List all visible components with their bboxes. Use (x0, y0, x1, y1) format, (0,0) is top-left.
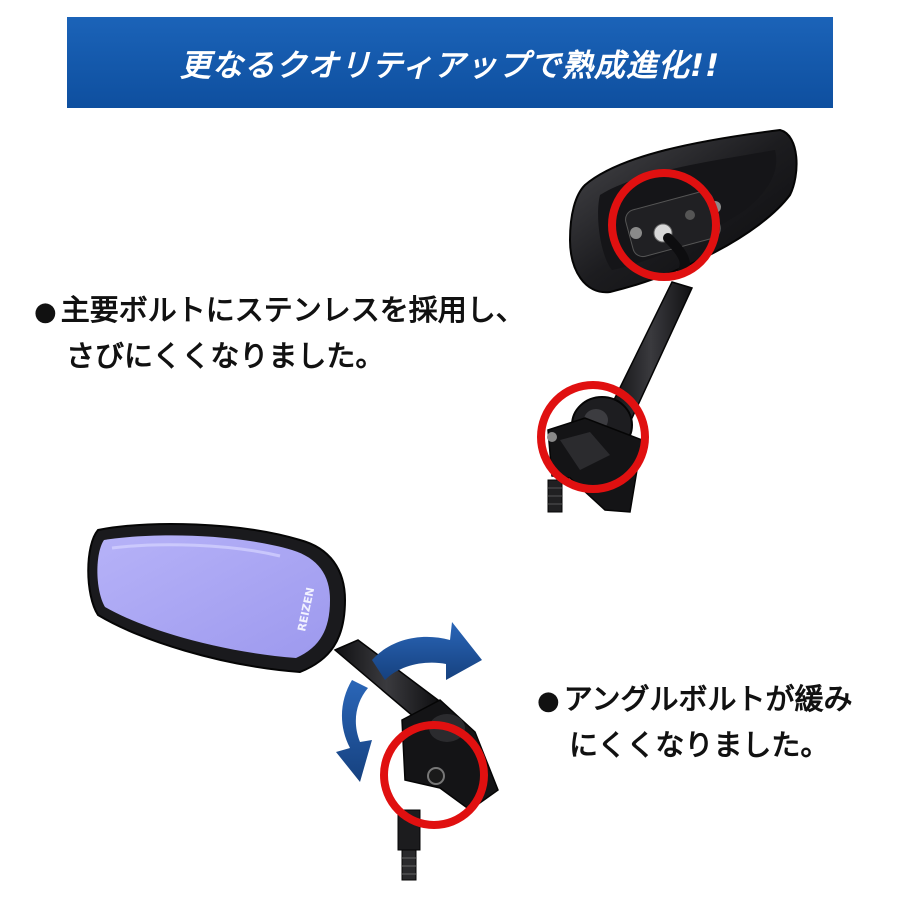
feature-1-line-1: 主要ボルトにステンレスを採用し、 (60, 293, 525, 327)
feature-2-line-1: アングルボルトが緩み (563, 682, 853, 716)
feature-angle-bolt: ●アングルボルトが緩み にくくなりました。 (537, 677, 853, 767)
highlight-circle-angle-bolt (380, 721, 488, 829)
bullet-icon: ● (537, 686, 560, 716)
arrow-down-icon (336, 680, 372, 782)
feature-stainless-bolts: ●主要ボルトにステンレスを採用し、 さびにくくなりました。 (34, 288, 525, 378)
arrow-up-icon (372, 622, 482, 680)
bullet-icon: ● (34, 297, 57, 327)
highlight-circle-mount-bolts (608, 169, 720, 281)
feature-1-line-2: さびにくくなりました。 (66, 339, 385, 373)
headline-banner: 更なるクオリティアップで熟成進化!! (67, 17, 833, 108)
rotation-arrows (336, 622, 482, 782)
highlight-circle-pivot-bolt (537, 381, 649, 493)
rear-view-mirror-front: REIZEN (87, 523, 499, 881)
feature-2-line-2: にくくなりました。 (569, 728, 830, 762)
headline-text: 更なるクオリティアップで熟成進化!! (179, 48, 721, 84)
rear-view-mirror-back (547, 128, 798, 513)
